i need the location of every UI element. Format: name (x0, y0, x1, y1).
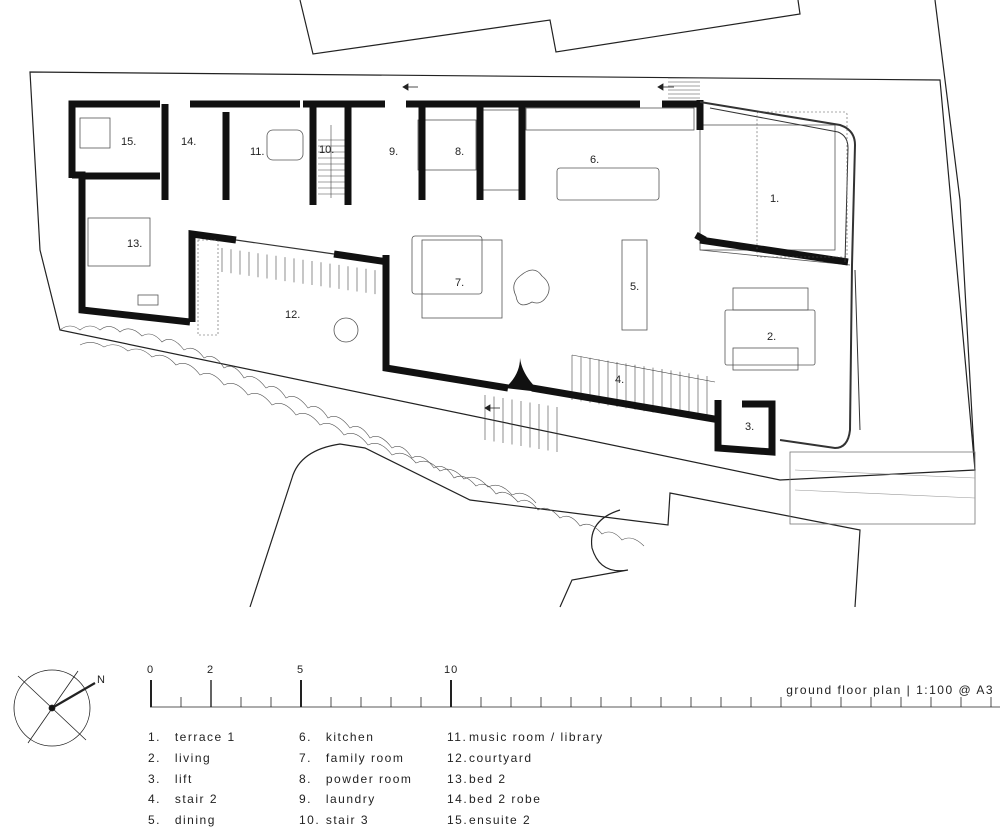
legend-item: 7. family room (299, 750, 405, 765)
stair-hatching (221, 77, 716, 452)
room-tag-music: 11. (250, 146, 264, 158)
room-tag-powder: 8. (455, 146, 464, 158)
room-tag-dining: 5. (630, 281, 639, 293)
legend-column-1: 1. terrace 1 2. living 3. lift 4. stair … (148, 727, 236, 831)
plan-title: ground floor plan | 1:100 @ A3 (786, 683, 994, 697)
hatch-line (571, 354, 716, 383)
north-label: N (97, 674, 105, 686)
legend-item: 9. laundry (299, 792, 376, 807)
room-tag-robe: 14. (181, 136, 196, 148)
legend-item: 1. terrace 1 (148, 730, 236, 744)
legend-item: 5. dining (148, 813, 216, 828)
legend-item: 6. kitchen (299, 730, 375, 744)
room-tag-living: 2. (767, 331, 776, 343)
room-tag-stair2: 4. (615, 374, 624, 386)
room-labels: 1. 2. 3. 4. 5. 6. 7. 8. 9. 10. 11. 12. 1… (121, 136, 779, 433)
compass (13, 669, 96, 747)
legend-item: 8. powder room (299, 771, 413, 786)
legend-item: 10. stair 3 (299, 813, 370, 828)
room-tag-kitchen: 6. (590, 154, 599, 166)
legend-column-3: 11.music room / library 12.courtyard 13.… (447, 727, 604, 831)
legend-item: 3. lift (148, 771, 193, 786)
scale-tick-5: 5 (297, 664, 304, 676)
legend-column-2: 6. kitchen 7. family room 8. powder room… (299, 727, 412, 831)
room-tag-ensuite: 15. (121, 136, 136, 148)
scale-tick-0: 0 (147, 664, 154, 676)
entry-arrows (402, 83, 674, 412)
room-tag-bed2: 13. (127, 238, 142, 250)
landscape-planting (59, 325, 645, 547)
glazing (235, 101, 861, 450)
legend-item: 13.bed 2 (447, 771, 507, 786)
walls (68, 100, 849, 456)
site-context (29, 0, 976, 608)
room-tag-lift: 3. (745, 421, 754, 433)
legend-item: 11.music room / library (447, 730, 604, 744)
scale-tick-10: 10 (444, 664, 458, 676)
planter-hatch (197, 111, 848, 336)
scale-bar (150, 680, 1000, 708)
legend-item: 2. living (148, 750, 212, 765)
scale-tick-2: 2 (207, 664, 214, 676)
room-tag-stair3: 10. (319, 144, 334, 156)
room-tag-laundry: 9. (389, 146, 398, 158)
room-tag-family: 7. (455, 277, 464, 289)
room-tag-terrace: 1. (770, 193, 779, 205)
legend-item: 15.ensuite 2 (447, 813, 532, 828)
legend-item: 4. stair 2 (148, 792, 219, 807)
room-tag-courtyard: 12. (285, 309, 300, 321)
north-arrow-icon (51, 682, 96, 709)
legend-item: 12.courtyard (447, 750, 533, 765)
legend-item: 14.bed 2 robe (447, 792, 542, 807)
entry-arch (505, 358, 540, 392)
